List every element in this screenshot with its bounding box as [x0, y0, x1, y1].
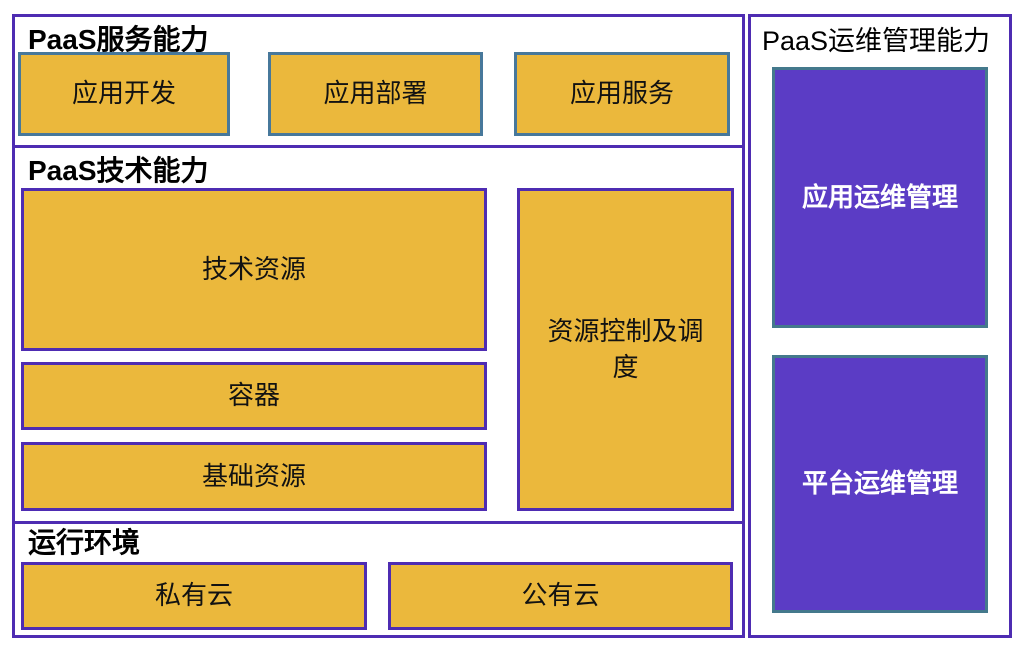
- box-private-cloud: 私有云: [21, 562, 367, 630]
- box-tech-resources-label: 技术资源: [201, 253, 306, 284]
- box-app-services: 应用服务: [514, 52, 730, 136]
- section-divider-1: [15, 145, 742, 148]
- section-title-paas-ops-management-capability: PaaS运维管理能力: [762, 26, 991, 56]
- box-app-development-label: 应用开发: [71, 78, 176, 109]
- box-container-label: 容器: [227, 380, 280, 411]
- box-app-deployment: 应用部署: [268, 52, 483, 136]
- box-resource-control-scheduling: 资源控制及调度: [517, 188, 734, 511]
- box-private-cloud-label: 私有云: [154, 580, 233, 611]
- box-basic-resources-label: 基础资源: [201, 460, 306, 491]
- left-panel: PaaS服务能力 应用开发 应用部署 应用服务 PaaS技术能力 技术资源 容器…: [12, 14, 745, 638]
- box-app-development: 应用开发: [18, 52, 230, 136]
- box-app-deployment-label: 应用部署: [323, 78, 428, 109]
- section-title-paas-technical-capability: PaaS技术能力: [28, 155, 209, 186]
- box-resource-control-scheduling-label: 资源控制及调度: [547, 316, 704, 382]
- box-app-ops-management-label: 应用运维管理: [801, 181, 958, 212]
- box-public-cloud: 公有云: [388, 562, 733, 630]
- box-platform-ops-management-label: 平台运维管理: [801, 468, 958, 499]
- box-app-services-label: 应用服务: [569, 78, 674, 109]
- box-container: 容器: [21, 362, 487, 430]
- box-public-cloud-label: 公有云: [521, 580, 600, 611]
- box-tech-resources: 技术资源: [21, 188, 487, 351]
- box-platform-ops-management: 平台运维管理: [772, 355, 988, 613]
- box-basic-resources: 基础资源: [21, 442, 487, 511]
- section-title-runtime-environment: 运行环境: [28, 527, 141, 558]
- section-title-paas-service-capability: PaaS服务能力: [28, 24, 209, 55]
- section-divider-2: [15, 521, 742, 524]
- right-panel: PaaS运维管理能力 应用运维管理 平台运维管理: [748, 14, 1012, 638]
- box-app-ops-management: 应用运维管理: [772, 67, 988, 328]
